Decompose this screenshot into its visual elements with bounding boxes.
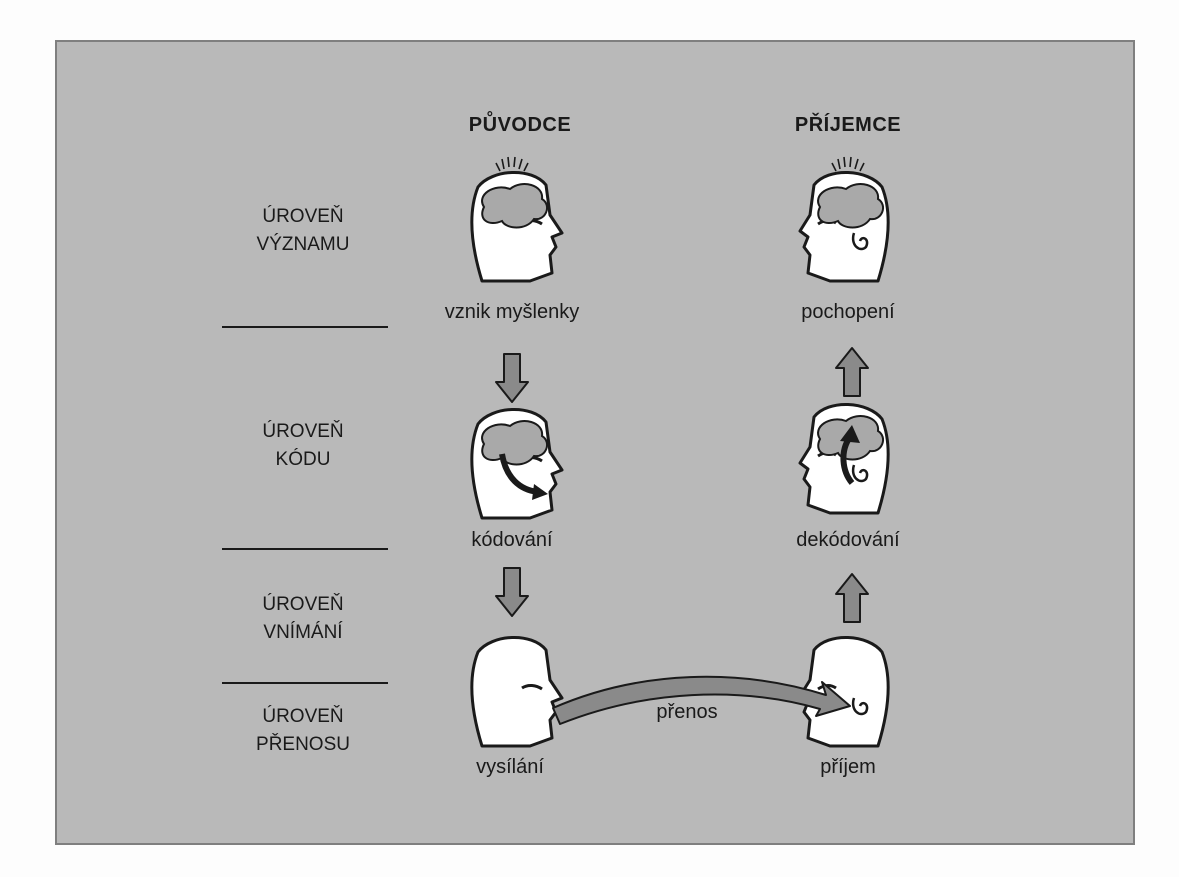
caption-receiving: příjem xyxy=(820,756,876,778)
receiver-header: PŘÍJEMCE xyxy=(795,112,901,136)
arrow-up-icon xyxy=(836,574,868,622)
sender-speaking-head-icon xyxy=(472,637,562,746)
receiver-decoding-head-icon xyxy=(800,404,888,513)
level-code-line2: KÓDU xyxy=(276,448,331,470)
level-meaning-line1: ÚROVEŇ xyxy=(262,205,343,227)
level-code-line1: ÚROVEŇ xyxy=(262,420,343,442)
receiver-understanding-head-icon xyxy=(800,157,888,281)
level-perception-line1: ÚROVEŇ xyxy=(262,593,343,615)
sender-thinking-head-icon xyxy=(472,157,562,281)
level-transmission-line2: PŘENOSU xyxy=(256,733,350,755)
sender-header: PŮVODCE xyxy=(469,110,571,136)
caption-understanding: pochopení xyxy=(801,301,895,323)
arrow-up-icon xyxy=(836,348,868,396)
level-meaning-line2: VÝZNAMU xyxy=(257,234,350,255)
level-perception-line2: VNÍMÁNÍ xyxy=(263,622,343,643)
arrow-down-icon xyxy=(496,354,528,402)
caption-transmitting: vysílání xyxy=(476,756,544,778)
caption-decoding: dekódování xyxy=(796,529,900,551)
sender-coding-head-icon xyxy=(472,409,562,518)
level-transmission-line1: ÚROVEŇ xyxy=(262,705,343,727)
caption-transfer: přenos xyxy=(656,701,717,723)
caption-coding: kódování xyxy=(471,529,553,551)
caption-thought-origin: vznik myšlenky xyxy=(445,301,579,323)
arrow-down-icon xyxy=(496,568,528,616)
